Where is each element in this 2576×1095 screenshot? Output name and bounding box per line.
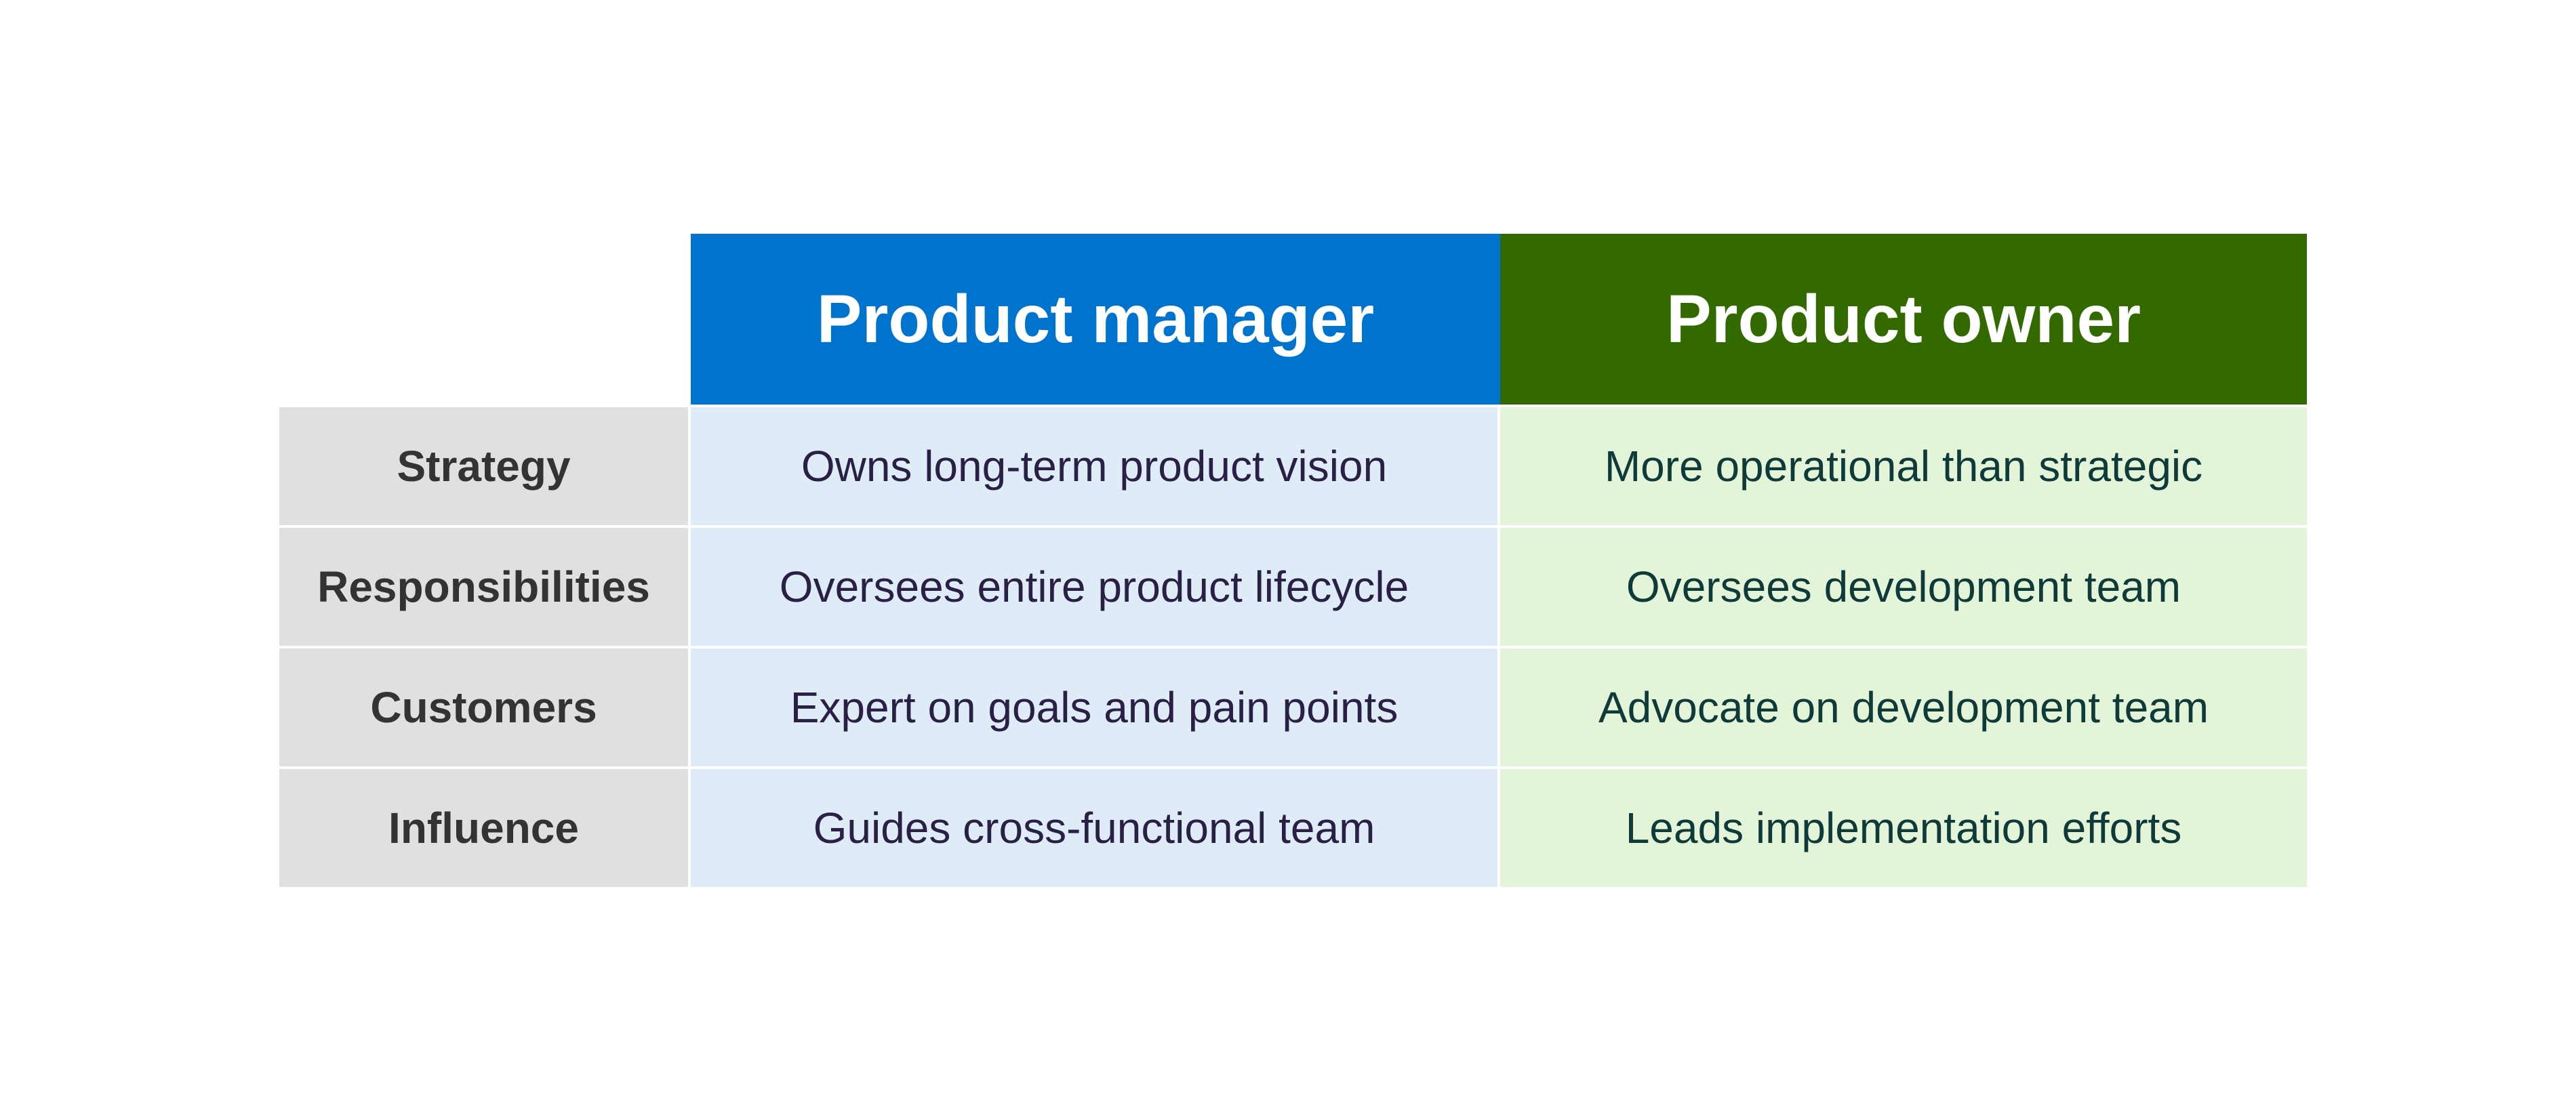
- po-cell-influence: Leads implementation efforts: [1500, 769, 2307, 887]
- row-label-responsibilities: Responsibilities: [279, 528, 688, 646]
- row-label-influence: Influence: [279, 769, 688, 887]
- comparison-table: Product manager Product owner Strategy O…: [279, 234, 2307, 887]
- po-cell-strategy: More operational than strategic: [1500, 407, 2307, 525]
- pm-cell-influence: Guides cross-functional team: [691, 769, 1497, 887]
- row-label-strategy: Strategy: [279, 407, 688, 525]
- header-product-manager: Product manager: [691, 234, 1500, 405]
- po-cell-customers: Advocate on development team: [1500, 648, 2307, 766]
- header-product-owner: Product owner: [1500, 234, 2307, 405]
- pm-cell-strategy: Owns long-term product vision: [691, 407, 1497, 525]
- pm-cell-customers: Expert on goals and pain points: [691, 648, 1497, 766]
- pm-cell-responsibilities: Oversees entire product lifecycle: [691, 528, 1497, 646]
- po-cell-responsibilities: Oversees development team: [1500, 528, 2307, 646]
- row-label-customers: Customers: [279, 648, 688, 766]
- table-corner: [279, 234, 688, 405]
